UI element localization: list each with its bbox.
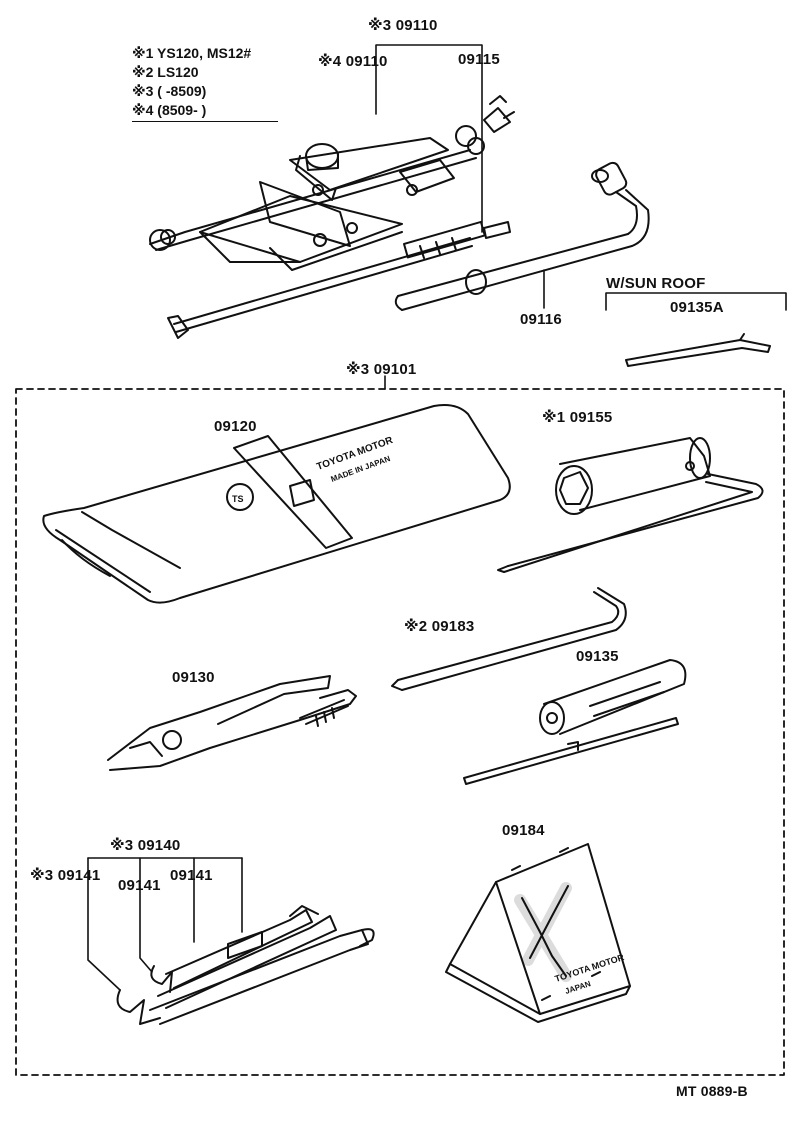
label-wrench-b: 09141 xyxy=(118,877,161,894)
label-plug-wrench: ※1 09155 xyxy=(542,409,613,426)
label-bar: ※2 09183 xyxy=(404,618,475,635)
label-sunroof-condition: W/SUN ROOF xyxy=(606,275,706,292)
legend-underline xyxy=(132,121,278,122)
pliers-drawing xyxy=(107,675,357,771)
label-sunroof-tool: 09135A xyxy=(670,299,724,316)
label-wrench-a: ※3 09141 xyxy=(30,867,101,884)
label-wrench-set: ※3 09140 xyxy=(110,837,181,854)
tool-bag-drawing: TS TOYOTA MOTOR MADE IN JAPAN xyxy=(42,404,511,604)
jack-drawing xyxy=(149,95,515,271)
label-jack-group-b: ※4 09110 xyxy=(318,53,388,70)
diagram-code: MT 0889-B xyxy=(676,1083,748,1099)
screwdriver-drawing xyxy=(463,659,687,785)
jack-handle-drawing xyxy=(167,220,511,339)
label-tool-bag: 09120 xyxy=(214,418,257,435)
plug-wrench-drawing xyxy=(497,437,764,573)
label-wheel-wrench: 09116 xyxy=(520,311,562,328)
svg-text:TS: TS xyxy=(232,494,244,504)
legend-item: ※3 ( -8509) xyxy=(132,83,207,99)
wrench-set-drawing xyxy=(116,905,375,1025)
legend-item: ※1 YS120, MS12# xyxy=(132,45,252,61)
sunroof-tool-drawing xyxy=(625,333,771,367)
label-tool-bag-group: ※3 09101 xyxy=(346,361,417,378)
label-wheel-chock: 09184 xyxy=(502,822,545,839)
label-screwdriver: 09135 xyxy=(576,648,619,665)
applicability-legend: ※1 YS120, MS12# ※2 LS120 ※3 ( -8509) ※4 … xyxy=(132,44,278,122)
tool-bag-enclosure xyxy=(15,388,785,1076)
label-jack-handle: 09115 xyxy=(458,51,500,68)
bar-drawing xyxy=(391,587,627,691)
wheel-wrench-drawing xyxy=(394,161,650,311)
leader-lines xyxy=(87,44,787,991)
legend-item: ※2 LS120 xyxy=(132,64,199,80)
wheel-chock-drawing: TOYOTA MOTOR JAPAN xyxy=(445,843,631,1023)
legend-item: ※4 (8509- ) xyxy=(132,102,207,118)
label-pliers: 09130 xyxy=(172,669,215,686)
label-jack-group-a: ※3 09110 xyxy=(368,17,438,34)
label-wrench-c: 09141 xyxy=(170,867,213,884)
